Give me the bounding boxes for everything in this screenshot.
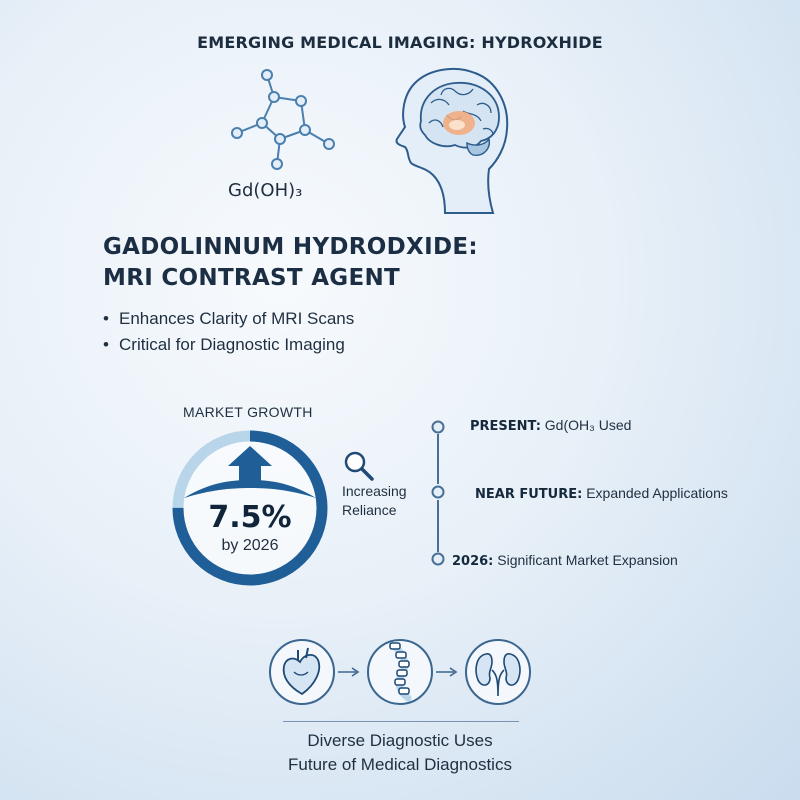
diagnostic-icons-row [269,639,531,705]
timeline-desc: Gd(OH₃ Used [540,417,632,433]
timeline-item-present: PRESENT: Gd(OH₃ Used [470,417,631,434]
gauge-fill-arc [172,430,328,586]
chemical-formula: Gd(OH)₃ [228,180,303,201]
bullet-item: Enhances Clarity of MRI Scans [103,306,354,332]
bullet-list: Enhances Clarity of MRI Scans Critical f… [103,306,354,358]
head-brain-icon [395,67,509,214]
market-growth-label: MARKET GROWTH [183,404,313,420]
bullet-item: Critical for Diagnostic Imaging [103,332,354,358]
timeline-desc: Expanded Applications [582,485,728,501]
growth-year: by 2026 [221,537,279,554]
timeline-dot [431,552,445,566]
timeline-item-2026: 2026: Significant Market Expansion [452,552,678,569]
heading-line-2: MRI CONTRAST AGENT [103,265,401,291]
footer-line-1: Diverse Diagnostic Uses [307,731,493,750]
timeline-track [431,420,445,566]
growth-gauge [172,430,328,586]
reliance-line-1: Increasing [342,483,407,499]
spine-icon [367,639,433,705]
gauge-swoosh [184,480,316,498]
timeline-desc: Significant Market Expansion [493,552,678,568]
timeline-item-near-future: NEAR FUTURE: Expanded Applications [475,485,728,502]
growth-value: 7.5% [208,500,292,535]
timeline-dot [431,420,445,434]
heading-line-1: GADOLINNUM HYDRODXIDE: [103,234,478,260]
timeline-dot [431,485,445,499]
page-title: EMERGING MEDICAL IMAGING: HYDROXHIDE [197,33,603,52]
heart-icon [269,639,335,705]
footer-line-2: Future of Medical Diagnostics [288,755,512,774]
kidneys-icon [465,639,531,705]
timeline-label: 2026: [452,554,494,569]
molecule-icon [231,69,335,170]
up-arrow-icon [228,446,272,484]
reliance-line-2: Reliance [342,502,397,518]
magnifier-icon [344,451,374,481]
timeline-label: PRESENT: [470,419,541,434]
main-heading: GADOLINNUM HYDRODXIDE: MRI CONTRAST AGEN… [103,232,478,294]
timeline-label: NEAR FUTURE: [475,487,583,502]
footer-divider [283,721,519,722]
reliance-text: Increasing Reliance [342,482,407,520]
